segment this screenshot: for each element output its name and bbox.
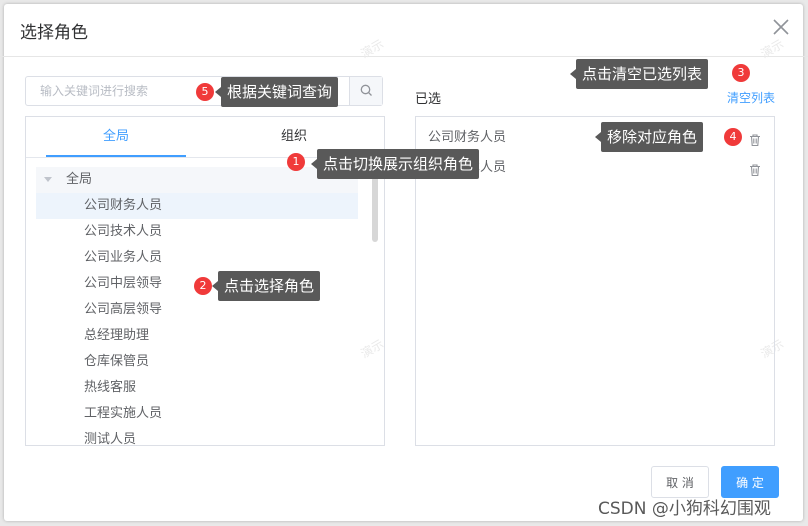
tree-item[interactable]: 总经理助理 (84, 328, 150, 343)
annotation-badge: 4 (724, 128, 742, 146)
confirm-button[interactable]: 确 定 (721, 466, 779, 498)
role-source-panel: 全局 组织 全局 公司财务人员 公司技术人员 公司业务人员 公司中层领导 公司高… (25, 116, 385, 446)
annotation-tooltip: 点击选择角色 (211, 271, 321, 301)
annotation-badge: 3 (732, 64, 750, 82)
cancel-button[interactable]: 取 消 (651, 466, 709, 498)
tree-item[interactable]: 公司高层领导 (84, 302, 163, 317)
tree-item[interactable]: 公司财务人员 (36, 193, 358, 219)
annotation-badge: 2 (194, 277, 212, 295)
tree-scrollbar[interactable] (372, 172, 378, 242)
credit-text: CSDN @小狗科幻围观 (598, 499, 771, 519)
annotation-badge: 5 (196, 83, 214, 101)
annotation-tooltip: 根据关键词查询 (214, 77, 339, 107)
selected-item: 公司财务人员 (416, 125, 774, 151)
annotation-badge: 1 (287, 153, 305, 171)
search-icon (360, 82, 373, 101)
tab-organization[interactable]: 组织 (280, 129, 307, 144)
tree-item[interactable]: 工程实施人员 (84, 406, 163, 421)
role-tabs: 全局 组织 (26, 117, 384, 158)
annotation-tooltip: 点击清空已选列表 (569, 59, 709, 89)
clear-list-link[interactable]: 清空列表 (727, 91, 776, 105)
active-tab-indicator (46, 155, 186, 157)
tree-item[interactable]: 公司中层领导 (84, 276, 163, 291)
search-button[interactable] (349, 77, 382, 105)
tab-global[interactable]: 全局 (102, 129, 129, 144)
tree-item[interactable]: 测试人员 (84, 432, 137, 446)
delete-icon[interactable] (748, 131, 762, 157)
selected-heading: 已选 (415, 92, 442, 107)
tree-item[interactable]: 仓库保管员 (84, 354, 150, 369)
tree-item[interactable]: 公司业务人员 (84, 250, 163, 265)
caret-down-icon[interactable] (44, 177, 52, 182)
tab-divider (26, 157, 384, 158)
delete-icon[interactable] (748, 161, 762, 187)
header-divider (0, 56, 808, 57)
annotation-tooltip: 点击切换展示组织角色 (310, 149, 480, 179)
tree-root-global[interactable]: 全局 (36, 167, 358, 193)
annotation-tooltip: 移除对应角色 (594, 122, 704, 152)
tree-item[interactable]: 热线客服 (84, 380, 137, 395)
close-icon[interactable] (772, 18, 790, 36)
tree-item[interactable]: 公司技术人员 (84, 224, 163, 239)
dialog-title: 选择角色 (20, 23, 88, 43)
